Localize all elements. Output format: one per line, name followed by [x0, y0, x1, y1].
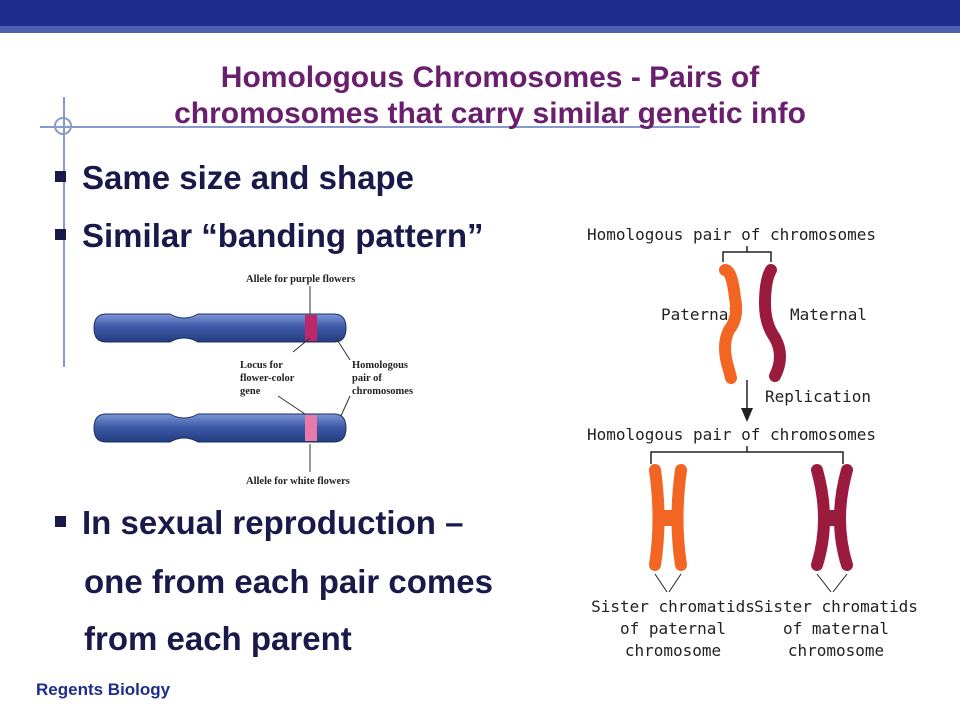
label-sister-maternal-1: Sister chromatids	[754, 597, 918, 616]
leader-line	[654, 573, 668, 593]
band-white-allele	[305, 415, 317, 441]
paternal-chromosome	[719, 264, 743, 384]
bullet-2: Similar “banding pattern”	[55, 216, 484, 256]
paternal-chromatid-right	[671, 464, 687, 571]
bullet-square-icon	[55, 228, 66, 240]
bullet-3: In sexual reproduction –	[55, 503, 463, 543]
label-maternal: Maternal	[790, 305, 867, 324]
label-locus-1: Locus for	[240, 360, 283, 371]
chromosome-top	[93, 313, 347, 343]
chromosome-bottom	[93, 413, 347, 443]
footer-text: Regents Biology	[36, 680, 171, 699]
label-sister-maternal-3: chromosome	[788, 641, 884, 660]
leader-line	[292, 337, 311, 353]
top-banner-stripe	[0, 26, 960, 33]
label-replication: Replication	[765, 387, 871, 406]
label-top-heading: Homologous pair of chromosomes	[587, 225, 876, 244]
title-line-1: Homologous Chromosomes - Pairs of	[220, 61, 760, 94]
label-homologous-3: chromosomes	[352, 386, 413, 397]
label-allele-purple: Allele for purple flowers	[246, 274, 355, 285]
bullet-square-icon	[55, 515, 66, 527]
decor-crosshair-circle	[54, 117, 72, 135]
bracket	[650, 446, 844, 464]
bullet-2-text: Similar “banding pattern”	[82, 217, 484, 254]
label-bottom-heading: Homologous pair of chromosomes	[587, 425, 876, 444]
bullet-1: Same size and shape	[55, 158, 414, 198]
leader-line	[668, 573, 682, 593]
bracket	[722, 246, 772, 262]
leader-line	[832, 573, 848, 593]
paternal-centromere	[663, 510, 673, 526]
label-sister-paternal-1: Sister chromatids	[591, 597, 755, 616]
band-purple-allele	[305, 315, 317, 341]
slide-title: Homologous Chromosomes - Pairs of chromo…	[60, 60, 920, 132]
down-arrow-icon	[741, 408, 753, 422]
label-paternal: Paternal	[661, 305, 738, 324]
leader-line	[339, 395, 351, 419]
bullet-square-icon	[55, 170, 66, 182]
replication-diagram: Homologous pair of chromosomes Paternal …	[587, 225, 918, 660]
label-sister-paternal-3: chromosome	[625, 641, 721, 660]
leader-line	[335, 337, 351, 361]
label-locus-3: gene	[240, 386, 261, 397]
label-allele-white: Allele for white flowers	[246, 476, 350, 487]
top-banner	[0, 0, 960, 26]
label-homologous-2: pair of	[352, 373, 382, 384]
bullet-3-text: In sexual reproduction –	[82, 504, 464, 541]
label-sister-paternal-2: of paternal	[620, 619, 726, 638]
label-homologous-1: Homologous	[352, 360, 408, 371]
label-locus-2: flower-color	[240, 373, 295, 384]
leader-line	[816, 573, 832, 593]
paternal-chromatid-left	[649, 464, 665, 571]
maternal-chromatid-left	[811, 464, 830, 571]
bullet-3-continuation-1: one from each pair comes	[84, 563, 493, 600]
allele-diagram: Allele for purple flowers Locus for flow…	[93, 274, 413, 487]
bullet-3-continuation-2: from each parent	[84, 620, 352, 657]
label-sister-maternal-2: of maternal	[783, 619, 889, 638]
bullet-1-text: Same size and shape	[82, 159, 414, 196]
maternal-centromere	[827, 510, 837, 526]
leader-line	[277, 395, 309, 417]
decor-horizontal-line	[40, 126, 700, 128]
maternal-chromosome	[758, 264, 786, 382]
maternal-chromatid-right	[834, 464, 853, 571]
title-line-2: chromosomes that carry similar genetic i…	[174, 97, 806, 130]
